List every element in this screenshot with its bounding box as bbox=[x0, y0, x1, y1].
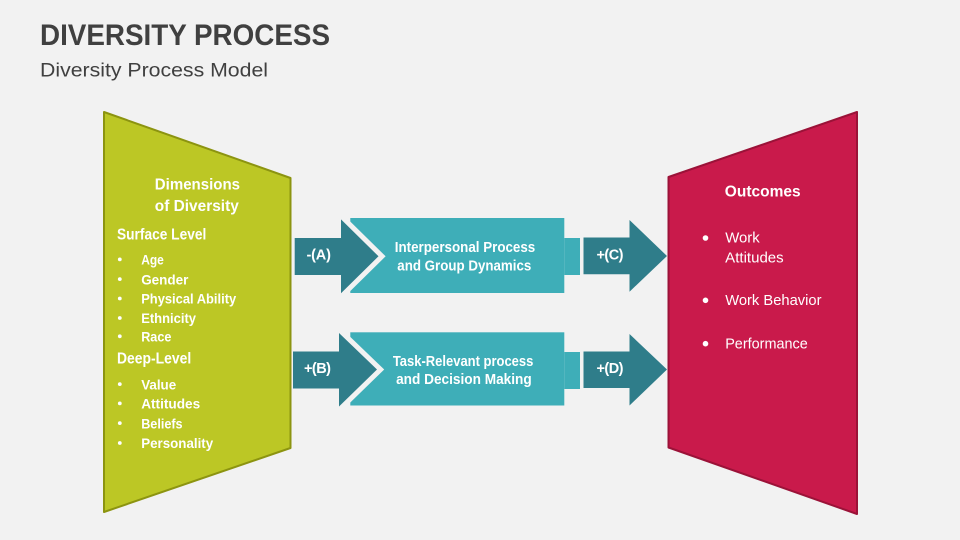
svg-text:Race: Race bbox=[141, 329, 171, 345]
svg-text:Interpersonal Process: Interpersonal Process bbox=[395, 240, 536, 256]
svg-text:Work Behavior: Work Behavior bbox=[725, 292, 821, 309]
svg-text:and Decision Making: and Decision Making bbox=[396, 372, 532, 388]
svg-text:-(A): -(A) bbox=[306, 247, 331, 263]
svg-text:Task-Relevant process: Task-Relevant process bbox=[393, 354, 534, 370]
svg-text:+(C): +(C) bbox=[597, 247, 624, 263]
svg-text:DIVERSITY PROCESS: DIVERSITY PROCESS bbox=[40, 20, 330, 52]
svg-text:Attitudes: Attitudes bbox=[725, 250, 784, 267]
svg-text:Diversity Process Model: Diversity Process Model bbox=[40, 59, 268, 81]
svg-text:+(B): +(B) bbox=[304, 361, 331, 377]
svg-text:Personality: Personality bbox=[141, 435, 213, 451]
svg-text:Value: Value bbox=[141, 376, 176, 392]
svg-text:Performance: Performance bbox=[725, 335, 808, 352]
svg-text:Gender: Gender bbox=[141, 271, 189, 287]
svg-text:Physical Ability: Physical Ability bbox=[141, 291, 236, 307]
svg-text:Work: Work bbox=[725, 230, 760, 247]
svg-text:Surface Level: Surface Level bbox=[117, 226, 206, 243]
svg-text:Attitudes: Attitudes bbox=[141, 396, 200, 412]
svg-text:Beliefs: Beliefs bbox=[141, 415, 183, 431]
svg-text:and Group Dynamics: and Group Dynamics bbox=[397, 259, 531, 275]
svg-text:Ethnicity: Ethnicity bbox=[141, 310, 196, 326]
svg-text:of Diversity: of Diversity bbox=[155, 198, 239, 215]
svg-text:Age: Age bbox=[141, 252, 164, 268]
svg-text:Deep-Level: Deep-Level bbox=[117, 351, 191, 368]
svg-text:Dimensions: Dimensions bbox=[155, 176, 240, 193]
svg-text:Outcomes: Outcomes bbox=[725, 183, 801, 200]
svg-text:+(D): +(D) bbox=[597, 361, 624, 377]
